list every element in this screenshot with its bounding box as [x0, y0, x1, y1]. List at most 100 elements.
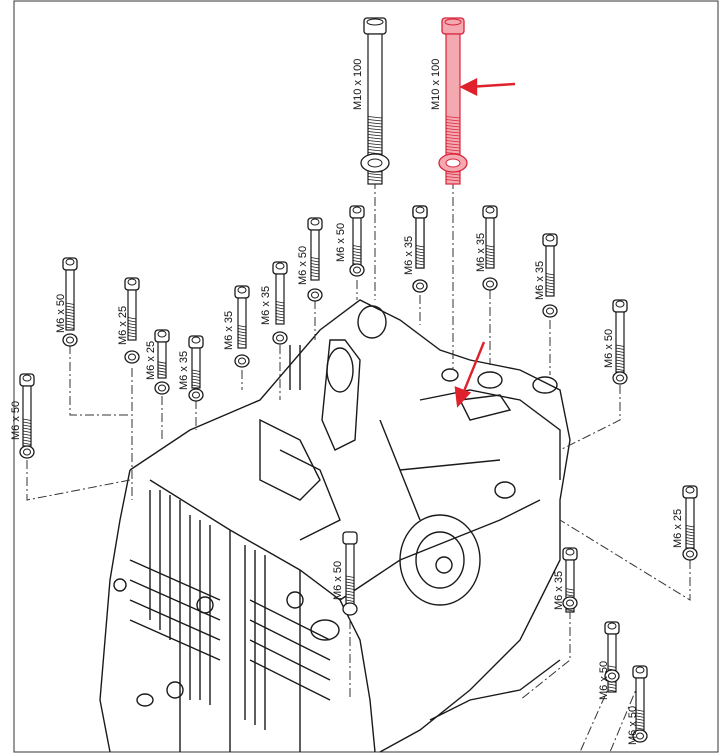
- bolt-size-label: M6 x 50: [627, 706, 639, 745]
- thread-line: [352, 254, 362, 257]
- bolt-b15: M6 x 50: [10, 373, 35, 459]
- thread-line: [485, 248, 495, 251]
- thread-line: [345, 593, 355, 596]
- thread-line: [545, 273, 555, 276]
- washer-hole-icon: [636, 732, 644, 740]
- bolt-shank-icon: [485, 217, 495, 269]
- bolt-socket-icon: [545, 234, 555, 242]
- bolt-b11: M6 x 25: [117, 277, 140, 364]
- bolt-size-label: M6 x 25: [672, 509, 684, 548]
- bolt-socket-icon: [565, 548, 575, 556]
- thread-line: [65, 314, 75, 317]
- bolt-b21: M6 x 50: [332, 531, 358, 616]
- bolt-head-icon: [482, 205, 498, 219]
- thread-line: [22, 418, 32, 421]
- bolt-size-label: M6 x 50: [335, 223, 347, 262]
- thread-line: [367, 119, 383, 122]
- red-arrows: [454, 78, 516, 408]
- thread-line: [607, 689, 617, 692]
- bolt-shank-icon: [237, 297, 247, 349]
- bolt-head-icon: [412, 205, 428, 219]
- bolt-head-icon: [234, 285, 250, 299]
- bolt-head-icon: [542, 233, 558, 247]
- thread-line: [310, 272, 320, 275]
- thread-line: [191, 375, 201, 378]
- thread-line: [485, 245, 495, 248]
- thread-line: [615, 347, 625, 350]
- thread-line: [685, 531, 695, 534]
- bolt-socket-icon: [65, 258, 75, 266]
- bolt-size-label: M6 x 25: [117, 306, 129, 345]
- thread-line: [157, 370, 167, 373]
- bolt-shank-icon: [545, 245, 555, 297]
- thread-line: [445, 116, 461, 119]
- thread-line: [275, 319, 285, 322]
- bolt-size-label: M10 x 100: [430, 59, 442, 110]
- thread-line: [310, 269, 320, 272]
- thread-line: [237, 331, 247, 334]
- thread-line: [157, 367, 167, 370]
- thread-line: [345, 584, 355, 587]
- bolt-socket-icon: [615, 300, 625, 308]
- thread-line: [485, 254, 495, 257]
- thread-line: [237, 334, 247, 337]
- thread-line: [367, 140, 383, 143]
- bolt-head-icon: [342, 531, 358, 545]
- bolt-shank-icon: [415, 217, 425, 269]
- washer-hole-icon: [566, 599, 574, 607]
- thread-line: [352, 260, 362, 263]
- thread-line: [191, 378, 201, 381]
- bolt-size-label: M6 x 50: [10, 401, 22, 440]
- thread-line: [367, 176, 383, 179]
- thread-line: [367, 116, 383, 119]
- bolt-size-label: M6 x 25: [145, 341, 157, 380]
- thread-line: [445, 143, 461, 146]
- bolt-size-label: M6 x 50: [297, 246, 309, 285]
- thread-line: [157, 361, 167, 364]
- washer-hole-icon: [416, 282, 424, 290]
- thread-line: [607, 686, 617, 689]
- thread-line: [237, 328, 247, 331]
- bolt-socket-icon: [22, 374, 32, 382]
- thread-line: [345, 575, 355, 578]
- washer-hole-icon: [686, 550, 694, 558]
- bolt-socket-icon: [685, 486, 695, 494]
- thread-line: [485, 263, 495, 266]
- thread-line: [22, 424, 32, 427]
- thread-line: [445, 134, 461, 137]
- thread-line: [275, 313, 285, 316]
- thread-line: [367, 149, 383, 152]
- thread-line: [415, 251, 425, 254]
- thread-line: [685, 525, 695, 528]
- bolt-head-icon: [62, 257, 78, 271]
- bolt-size-label: M6 x 35: [178, 351, 190, 390]
- leader-lines: [26, 180, 691, 753]
- bolt-head-icon: [612, 299, 628, 313]
- bolt-size-label: M6 x 50: [55, 294, 67, 333]
- thread-line: [615, 344, 625, 347]
- thread-line: [275, 304, 285, 307]
- thread-line: [445, 128, 461, 131]
- thread-line: [607, 665, 617, 668]
- thread-line: [191, 381, 201, 384]
- frame-border: [13, 0, 719, 753]
- bolt-size-label: M6 x 35: [475, 233, 487, 272]
- bolt-head-icon: [604, 621, 620, 635]
- thread-line: [237, 340, 247, 343]
- thread-line: [615, 350, 625, 353]
- thread-line: [635, 727, 645, 730]
- thread-line: [615, 365, 625, 368]
- thread-line: [65, 308, 75, 311]
- bolt-b3: M6 x 50: [335, 205, 365, 277]
- bolt-head-icon: [272, 261, 288, 275]
- bolt-b16: M6 x 25: [672, 485, 698, 561]
- thread-line: [635, 724, 645, 727]
- thread-line: [635, 718, 645, 721]
- thread-line: [367, 128, 383, 131]
- bolt-socket-icon: [310, 218, 320, 226]
- bolt-size-label: M10 x 100: [352, 59, 364, 110]
- bolt-shank-icon: [607, 633, 617, 693]
- thread-line: [22, 430, 32, 433]
- thread-line: [352, 248, 362, 251]
